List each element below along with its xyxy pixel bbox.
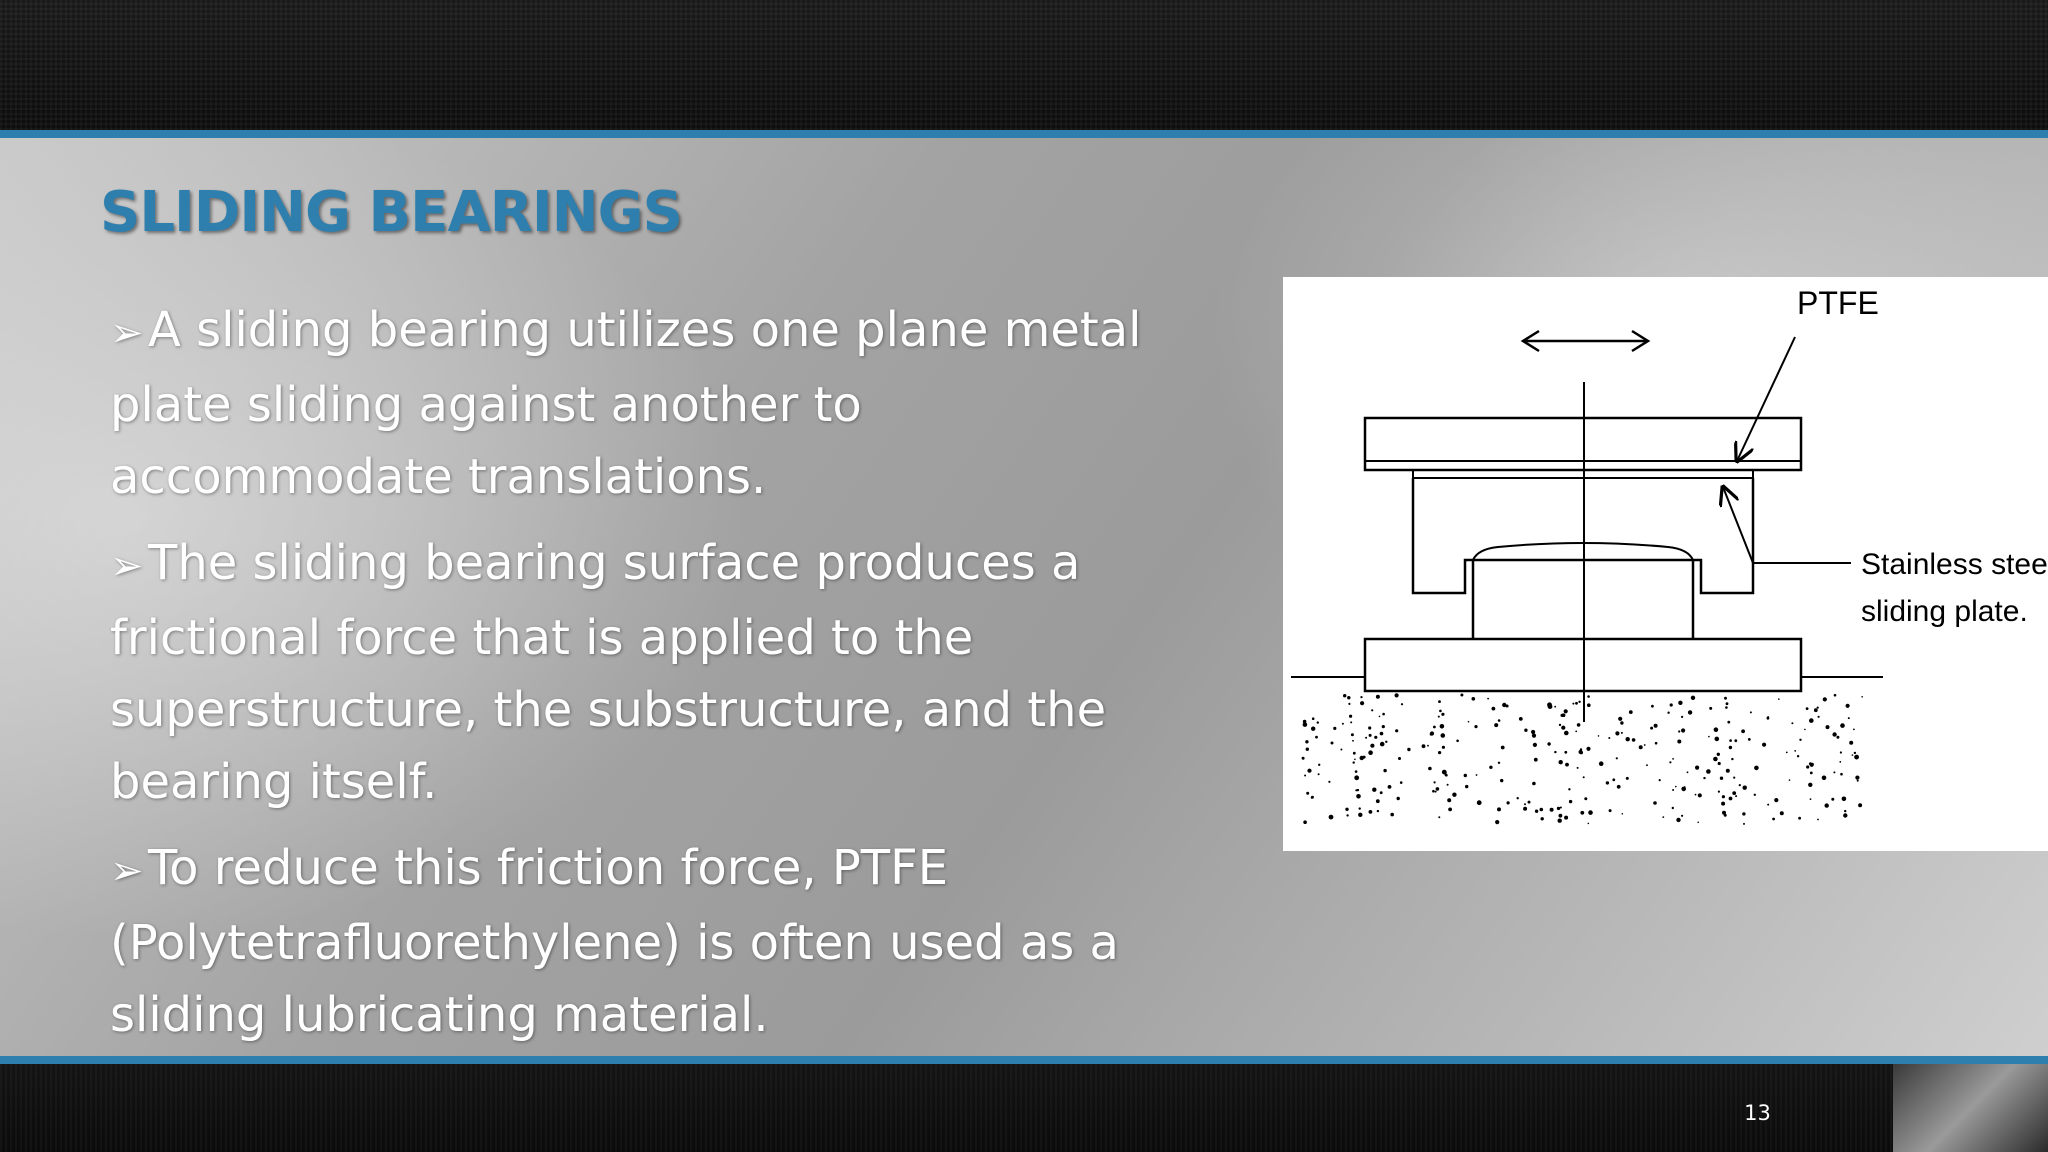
bullet-text: The sliding bearing surface produces a f… [110, 535, 1107, 810]
slide-title: SLIDING BEARINGS [100, 180, 683, 245]
stainless-pointer [1723, 487, 1851, 564]
slide-number: 13 [1744, 1101, 1771, 1125]
bullet-text: A sliding bearing utilizes one plane met… [110, 302, 1142, 505]
bearing-diagram-svg: PTFE Stainless steel sliding plate. [1291, 285, 2048, 825]
concrete-foundation [1301, 693, 1863, 825]
arrow-bullet-icon: ➢ [110, 848, 144, 894]
movement-arrow-icon [1520, 329, 1651, 353]
bullet-item: ➢The sliding bearing surface produces a … [110, 527, 1170, 818]
lower-pedestal [1471, 560, 1695, 639]
bottom-decorative-band [0, 1064, 2048, 1152]
bullet-list: ➢A sliding bearing utilizes one plane me… [110, 294, 1170, 1065]
sliding-bearing-diagram: PTFE Stainless steel sliding plate. [1283, 277, 2048, 851]
arrow-bullet-icon: ➢ [110, 543, 144, 589]
stainless-label-line2: sliding plate. [1861, 595, 2028, 628]
stainless-plate [1412, 469, 1754, 479]
ptfe-label: PTFE [1797, 285, 1879, 321]
stainless-label-line1: Stainless steel [1861, 548, 2048, 581]
bullet-item: ➢A sliding bearing utilizes one plane me… [110, 294, 1170, 513]
bullet-text: To reduce this friction force, PTFE (Pol… [110, 840, 1119, 1043]
curved-seat [1472, 542, 1694, 561]
arrow-bullet-icon: ➢ [110, 310, 144, 356]
corner-decoration [1893, 1064, 2048, 1152]
base-plate [1363, 637, 1803, 693]
upper-bearing-body [1411, 478, 1755, 595]
bullet-item: ➢To reduce this friction force, PTFE (Po… [110, 832, 1170, 1051]
top-accent-rule [0, 130, 2048, 138]
top-decorative-band [0, 0, 2048, 130]
bottom-accent-rule [0, 1056, 2048, 1064]
ptfe-pointer [1737, 336, 1796, 461]
